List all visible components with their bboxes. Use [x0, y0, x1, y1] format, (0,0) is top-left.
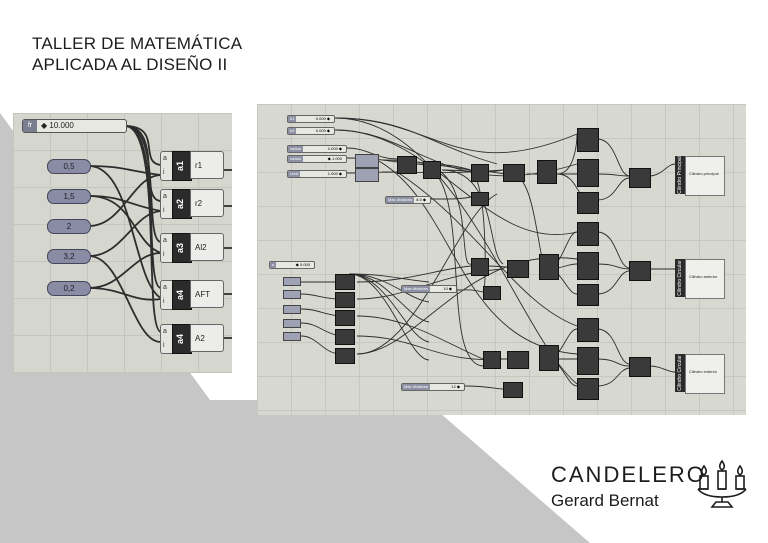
value-panel-2[interactable]: 1,5: [47, 189, 91, 204]
node[interactable]: [577, 159, 599, 187]
output-preview-3: Cilindro exterior: [685, 354, 725, 394]
node[interactable]: [503, 382, 523, 398]
node[interactable]: [423, 161, 441, 179]
node[interactable]: [335, 310, 355, 326]
node[interactable]: [629, 357, 651, 377]
slider-u[interactable]: u◆ 0.000: [269, 261, 315, 269]
component-output[interactable]: r1: [190, 151, 224, 179]
node[interactable]: [629, 261, 651, 281]
author-name: Gerard Bernat: [551, 491, 659, 510]
node[interactable]: [503, 164, 525, 182]
node[interactable]: [629, 168, 651, 188]
slider-radius-2[interactable]: radius◆ 1.000: [287, 155, 347, 163]
node[interactable]: [577, 222, 599, 246]
node[interactable]: [471, 164, 489, 182]
node[interactable]: [355, 154, 379, 168]
output-preview-2: Cilindro anterior: [685, 259, 725, 299]
header-line-1: TALLER DE MATEMÁTICA: [32, 34, 243, 53]
number-slider[interactable]: fr ◆ 10.000: [22, 119, 127, 133]
node[interactable]: [577, 284, 599, 306]
node[interactable]: [471, 258, 489, 276]
output-label-1[interactable]: Cilindro Principal: [675, 156, 685, 194]
output-label-2[interactable]: Cilindro Circular: [675, 259, 685, 297]
node[interactable]: [539, 345, 559, 371]
node[interactable]: [335, 329, 355, 345]
component-name: a4: [172, 324, 192, 354]
node[interactable]: [483, 286, 501, 300]
node[interactable]: [335, 348, 355, 364]
project-title: CANDELERO: [551, 462, 706, 487]
slider-tag: fr: [23, 120, 37, 132]
left-wires: [88, 125, 232, 343]
value-panel-3[interactable]: 2: [47, 219, 91, 234]
slider-value: ◆ 10.000: [41, 121, 74, 130]
node[interactable]: [283, 332, 301, 341]
node[interactable]: [507, 351, 529, 369]
component-name: a4: [172, 280, 192, 310]
node[interactable]: [355, 168, 379, 182]
node[interactable]: [539, 254, 559, 280]
component-name: a3: [172, 233, 192, 263]
component-name: a2: [172, 189, 192, 219]
node[interactable]: [283, 277, 301, 286]
node[interactable]: [283, 319, 301, 328]
value-panel-1[interactable]: 0,5: [47, 159, 91, 174]
node[interactable]: [397, 156, 417, 174]
value-panel-4[interactable]: 3,2: [47, 249, 91, 264]
output-label-3[interactable]: Cilindro Circular: [675, 354, 685, 392]
candelabra-icon: [697, 459, 747, 508]
node[interactable]: [335, 274, 355, 290]
node[interactable]: [577, 192, 599, 214]
node[interactable]: [537, 160, 557, 184]
value-panel-5[interactable]: 0,2: [47, 281, 91, 296]
node[interactable]: [507, 260, 529, 278]
component-output[interactable]: A2: [190, 324, 224, 352]
header-line-2: APLICADA AL DISEÑO II: [32, 55, 228, 74]
output-preview-1: Cilindro principal: [685, 156, 725, 196]
node[interactable]: [577, 318, 599, 342]
node[interactable]: [577, 347, 599, 375]
node[interactable]: [483, 351, 501, 369]
node[interactable]: [283, 290, 301, 299]
node[interactable]: [577, 252, 599, 280]
brand-block: CANDELERO Gerard Bernat: [551, 462, 706, 511]
component-name: a1: [172, 151, 192, 181]
node[interactable]: [471, 192, 489, 206]
node[interactable]: [577, 378, 599, 400]
node[interactable]: [283, 305, 301, 314]
node[interactable]: [335, 292, 355, 308]
component-output[interactable]: Al2: [190, 233, 224, 261]
component-output[interactable]: AFT: [190, 280, 224, 308]
component-output[interactable]: r2: [190, 189, 224, 217]
node[interactable]: [577, 128, 599, 152]
